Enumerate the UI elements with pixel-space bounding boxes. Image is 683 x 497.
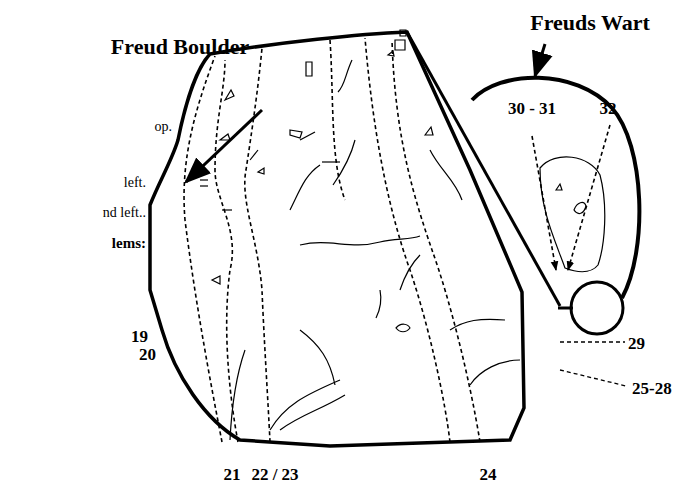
- leader-lines: [560, 342, 626, 386]
- wart-outline: [472, 78, 639, 298]
- text-fragment: lems:: [112, 236, 146, 251]
- callout-number: 32: [600, 100, 617, 117]
- label-name: Freuds Wart: [530, 12, 650, 34]
- pointer-arrow: [535, 44, 545, 76]
- arete-line: [407, 32, 560, 306]
- callout-number: 19: [131, 328, 148, 345]
- callout-number: 22 / 23: [251, 466, 298, 483]
- callout-number: 20: [139, 346, 156, 363]
- callout-number: 25-28: [632, 380, 672, 397]
- text-fragment: op.: [155, 120, 173, 134]
- problem-line-32: [568, 125, 610, 270]
- problem-line-30-31: [532, 136, 556, 270]
- callout-number: 21: [224, 466, 241, 483]
- callout-number: 30 - 31: [508, 100, 556, 117]
- pointer-arrow: [186, 110, 262, 182]
- callout-number: 24: [480, 466, 497, 483]
- text-fragment: left.: [124, 176, 146, 190]
- text-fragment: nd left..: [103, 206, 146, 220]
- boulder-outline: [150, 32, 524, 446]
- callout-number: 29: [628, 335, 645, 352]
- problem-lines: [184, 38, 480, 442]
- label-name: Freud Boulder: [111, 36, 249, 58]
- small-rock: [571, 282, 623, 334]
- rock-join: [558, 307, 573, 310]
